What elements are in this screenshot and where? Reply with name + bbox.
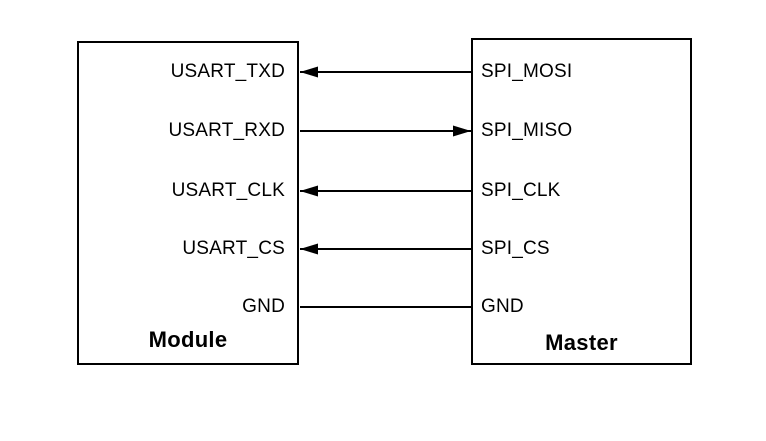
module-pin-usart-txd: USART_TXD bbox=[170, 61, 285, 82]
master-box bbox=[471, 38, 692, 365]
master-pin-gnd: GND bbox=[481, 296, 524, 317]
arrowhead-right-icon bbox=[453, 125, 471, 137]
master-pin-spi-clk: SPI_CLK bbox=[481, 180, 561, 201]
master-pin-spi-mosi: SPI_MOSI bbox=[481, 61, 573, 82]
module-pin-usart-rxd: USART_RXD bbox=[168, 120, 285, 141]
arrowhead-left-icon bbox=[300, 66, 318, 78]
module-box bbox=[77, 41, 299, 365]
module-pin-gnd: GND bbox=[242, 296, 285, 317]
module-pin-usart-clk: USART_CLK bbox=[171, 180, 285, 201]
master-title: Master bbox=[545, 330, 618, 355]
module-title: Module bbox=[148, 327, 228, 352]
arrowhead-left-icon bbox=[300, 185, 318, 197]
master-pin-spi-cs: SPI_CS bbox=[481, 238, 550, 259]
module-pin-usart-cs: USART_CS bbox=[182, 238, 285, 259]
arrowhead-left-icon bbox=[300, 243, 318, 255]
master-pin-spi-miso: SPI_MISO bbox=[481, 120, 573, 141]
